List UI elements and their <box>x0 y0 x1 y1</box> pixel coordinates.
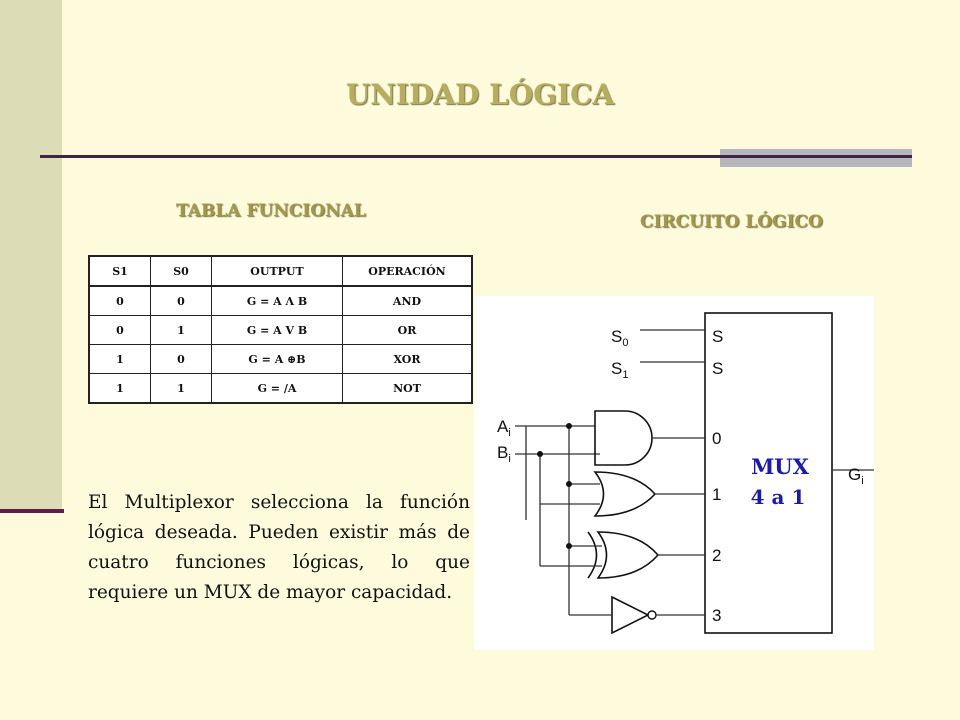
table-cell: 1 <box>88 373 151 404</box>
circuit-heading: CIRCUITO LÓGICO <box>640 212 823 232</box>
table-cell: XOR <box>342 344 473 374</box>
table-cell: 1 <box>150 315 212 345</box>
and-gate <box>594 410 653 466</box>
b-input-subscript: i <box>508 453 510 465</box>
svg-text:S1: S1 <box>611 359 628 381</box>
junction-dot <box>566 481 572 487</box>
svg-text:Bi: Bi <box>497 443 511 465</box>
left-sidebar-bar <box>0 0 62 512</box>
mux-port-1: 1 <box>712 485 721 504</box>
table-row: 1 0 G = A ⊕B XOR <box>88 344 473 374</box>
svg-text:Ai: Ai <box>497 417 511 439</box>
output-subscript: i <box>861 475 863 487</box>
mux-box <box>704 312 833 634</box>
function-table: S1 S0 OUTPUT OPERACIÓN 0 0 G = A Λ B AND… <box>88 255 473 404</box>
title-rule <box>40 155 912 158</box>
a-input-label: A <box>497 417 509 436</box>
table-cell: G = A ⊕B <box>211 344 343 374</box>
junction-dot <box>537 451 543 457</box>
not-bubble <box>647 610 657 620</box>
svg-text:S0: S0 <box>611 327 628 349</box>
table-cell: AND <box>342 285 473 316</box>
table-cell: NOT <box>342 373 473 404</box>
table-cell: G = A V B <box>211 315 343 345</box>
mux-port-0: 0 <box>712 429 721 448</box>
table-cell: 0 <box>88 285 151 316</box>
mux-port-2: 2 <box>712 546 721 565</box>
table-cell: G = A Λ B <box>211 285 343 316</box>
table-header-row: S1 S0 OUTPUT OPERACIÓN <box>88 255 473 287</box>
mux-size-label: 4 a 1 <box>751 485 806 509</box>
junction-dot <box>566 423 572 429</box>
xor-gate <box>596 531 660 579</box>
table-cell: G = /A <box>211 373 343 404</box>
table-header-cell: OUTPUT <box>211 255 343 287</box>
xor-gate-arc <box>587 531 598 579</box>
mux-label: MUX <box>751 454 810 479</box>
mux-port-3: 3 <box>712 606 721 625</box>
table-row: 1 1 G = /A NOT <box>88 373 473 404</box>
table-cell: 0 <box>88 315 151 345</box>
b-input-label: B <box>497 443 508 462</box>
not-gate <box>611 595 650 635</box>
s1-input-label-subscript: 1 <box>622 369 628 381</box>
a-input-subscript: i <box>508 427 510 439</box>
left-sidebar-accent-line <box>0 509 64 513</box>
table-cell: OR <box>342 315 473 345</box>
title-rule-accent <box>720 149 912 167</box>
table-row: 0 1 G = A V B OR <box>88 315 473 345</box>
table-cell: 1 <box>150 373 212 404</box>
s0-input-label-subscript: 0 <box>622 337 628 349</box>
table-cell: 1 <box>88 344 151 374</box>
s0-input-label: S <box>611 327 622 346</box>
table-cell: 0 <box>150 285 212 316</box>
svg-text:Gi: Gi <box>848 465 864 487</box>
logic-circuit-diagram: S0 S1 Ai Bi S0 S1 0 1 2 3 MUX 4 a 1 Gi <box>497 312 874 635</box>
table-heading: TABLA FUNCIONAL <box>176 201 366 221</box>
slide-title: UNIDAD LÓGICA <box>345 78 615 111</box>
description-paragraph: El Multiplexor selecciona la función lóg… <box>88 492 470 603</box>
table-header-cell: S0 <box>150 255 212 287</box>
table-cell: 0 <box>150 344 212 374</box>
table-header-cell: S1 <box>88 255 151 287</box>
s1-input-label: S <box>611 359 622 378</box>
or-gate <box>593 471 657 517</box>
junction-dot <box>566 543 572 549</box>
table-row: 0 0 G = A Λ B AND <box>88 285 473 316</box>
table-header-cell: OPERACIÓN <box>342 255 473 287</box>
mux-port-s1: S <box>712 359 723 378</box>
output-label: G <box>848 465 861 484</box>
mux-port-s0: S <box>712 327 723 346</box>
